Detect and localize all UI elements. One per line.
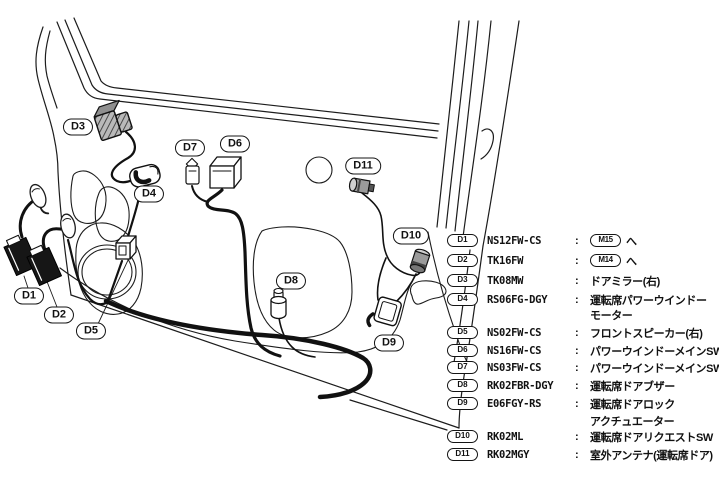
diagram-label-d4: D4 [133, 185, 165, 203]
diagram-label-d2: D2 [43, 306, 75, 324]
legend-desc-d2: M14 へ [590, 253, 637, 269]
legend-row-d11: D11 RK02MGY : 室外アンテナ(運転席ドア) [447, 448, 719, 462]
connector-d10 [409, 248, 431, 274]
legend-badge-d8: D8 [447, 379, 478, 392]
legend-badge-d9: D9 [447, 397, 478, 410]
legend-part-d7: NS03FW-CS [487, 361, 542, 374]
legend-row-d8: D8 RK02FBR-DGY : 運転席ドアブザー [447, 379, 719, 393]
legend-row-d1: D1 NS12FW-CS : M15 へ [447, 233, 719, 249]
legend-part-d11: RK02MGY [487, 448, 530, 461]
clip-grommets [29, 183, 76, 239]
legend-row-d4: D4 RS06FG-DGY : 運転席パワーウインドー [447, 293, 719, 307]
legend-colon: : [575, 361, 579, 374]
legend-badge-d4: D4 [447, 293, 478, 306]
legend-row-d4-cont: モーター [447, 308, 719, 322]
legend-desc-d3: ドアミラー(右) [590, 275, 660, 288]
legend-colon: : [575, 274, 579, 287]
legend-part-d3: TK08MW [487, 274, 524, 287]
legend-colon: : [575, 234, 579, 247]
legend-colon: : [575, 448, 579, 461]
legend-row-d9-cont: アクチュエーター [447, 414, 719, 428]
speaker-recess [75, 222, 143, 315]
connector-d5 [115, 235, 137, 260]
legend-desc-d10: 運転席ドアリクエストSW [590, 431, 713, 444]
diagram-label-d3: D3 [62, 118, 94, 136]
legend-desc-d7: パワーウインドーメインSW [590, 362, 719, 375]
legend-row-d2: D2 TK16FW : M14 へ [447, 253, 719, 269]
legend-desc-d5: フロントスピーカー(右) [590, 327, 703, 340]
legend-desc-d6: パワーウインドーメインSW [590, 345, 719, 358]
leader-lines [23, 257, 130, 325]
legend-part-d1: NS12FW-CS [487, 234, 542, 247]
window-frame [56, 17, 520, 247]
connector-d3 [93, 99, 133, 142]
legend-desc-d4-line2: モーター [590, 309, 633, 322]
connector-ref-badge-m14: M14 [590, 254, 621, 267]
legend-desc-d9: 運転席ドアロック [590, 398, 675, 411]
legend-badge-d5: D5 [447, 326, 478, 339]
legend-badge-d3: D3 [447, 274, 478, 287]
legend: D1 NS12FW-CS : M15 へ D2 TK16FW : M14 へ D3 … [447, 233, 719, 462]
diagram-label-d1: D1 [13, 287, 45, 305]
connector-d8 [270, 287, 287, 320]
connector-ref-badge-m15: M15 [590, 234, 621, 247]
legend-row-d9: D9 E06FGY-RS : 運転席ドアロック [447, 397, 719, 411]
legend-colon: : [575, 254, 579, 267]
legend-colon: : [575, 430, 579, 443]
legend-badge-d6: D6 [447, 344, 478, 357]
legend-colon: : [575, 379, 579, 392]
connector-d4 [129, 163, 161, 188]
legend-part-d10: RK02ML [487, 430, 524, 443]
panel-hole [305, 156, 333, 184]
legend-part-d9: E06FGY-RS [487, 397, 542, 410]
legend-colon: : [575, 326, 579, 339]
legend-part-d6: NS16FW-CS [487, 344, 542, 357]
connector-d7 [185, 157, 200, 185]
diagram-label-d6: D6 [219, 135, 251, 153]
legend-row-d5: D5 NS02FW-CS : フロントスピーカー(右) [447, 326, 719, 340]
legend-part-d5: NS02FW-CS [487, 326, 542, 339]
diagram-label-d10: D10 [392, 227, 430, 245]
legend-part-d2: TK16FW [487, 254, 524, 267]
diagram-label-d5: D5 [75, 322, 107, 340]
legend-desc-d4: 運転席パワーウインドー [590, 294, 707, 307]
legend-badge-d10: D10 [447, 430, 478, 443]
legend-row-d6: D6 NS16FW-CS : パワーウインドーメインSW [447, 344, 719, 358]
legend-desc-d8: 運転席ドアブザー [590, 380, 675, 393]
legend-colon: : [575, 397, 579, 410]
legend-colon: : [575, 293, 579, 306]
legend-badge-d2: D2 [447, 254, 478, 267]
legend-part-d8: RK02FBR-DGY [487, 379, 554, 392]
legend-desc-d9-line2: アクチュエーター [590, 415, 675, 428]
legend-to-text: へ [626, 235, 637, 248]
diagram-label-d11: D11 [345, 157, 381, 175]
legend-badge-d1: D1 [447, 234, 478, 247]
diagram-label-d7: D7 [174, 139, 206, 157]
handle-pocket [409, 280, 447, 305]
diagram-label-d9: D9 [373, 334, 405, 352]
armrest-recess [252, 226, 353, 339]
connector-d9 [366, 296, 402, 328]
legend-desc-d11: 室外アンテナ(運転席ドア) [590, 449, 713, 462]
connector-d1 [3, 234, 39, 276]
legend-row-d7: D7 NS03FW-CS : パワーウインドーメインSW [447, 361, 719, 375]
legend-desc-d1: M15 へ [590, 233, 637, 249]
legend-row-d3: D3 TK08MW : ドアミラー(右) [447, 274, 719, 288]
legend-to-text: へ [626, 255, 637, 268]
diagram-label-d8: D8 [275, 272, 307, 290]
legend-part-d4: RS06FG-DGY [487, 293, 548, 306]
legend-badge-d11: D11 [447, 448, 478, 461]
legend-badge-d7: D7 [447, 361, 478, 374]
connector-d2 [26, 244, 62, 286]
legend-colon: : [575, 344, 579, 357]
legend-row-d10: D10 RK02ML : 運転席ドアリクエストSW [447, 430, 719, 444]
connector-d11 [348, 177, 375, 195]
connector-d6 [209, 156, 242, 189]
